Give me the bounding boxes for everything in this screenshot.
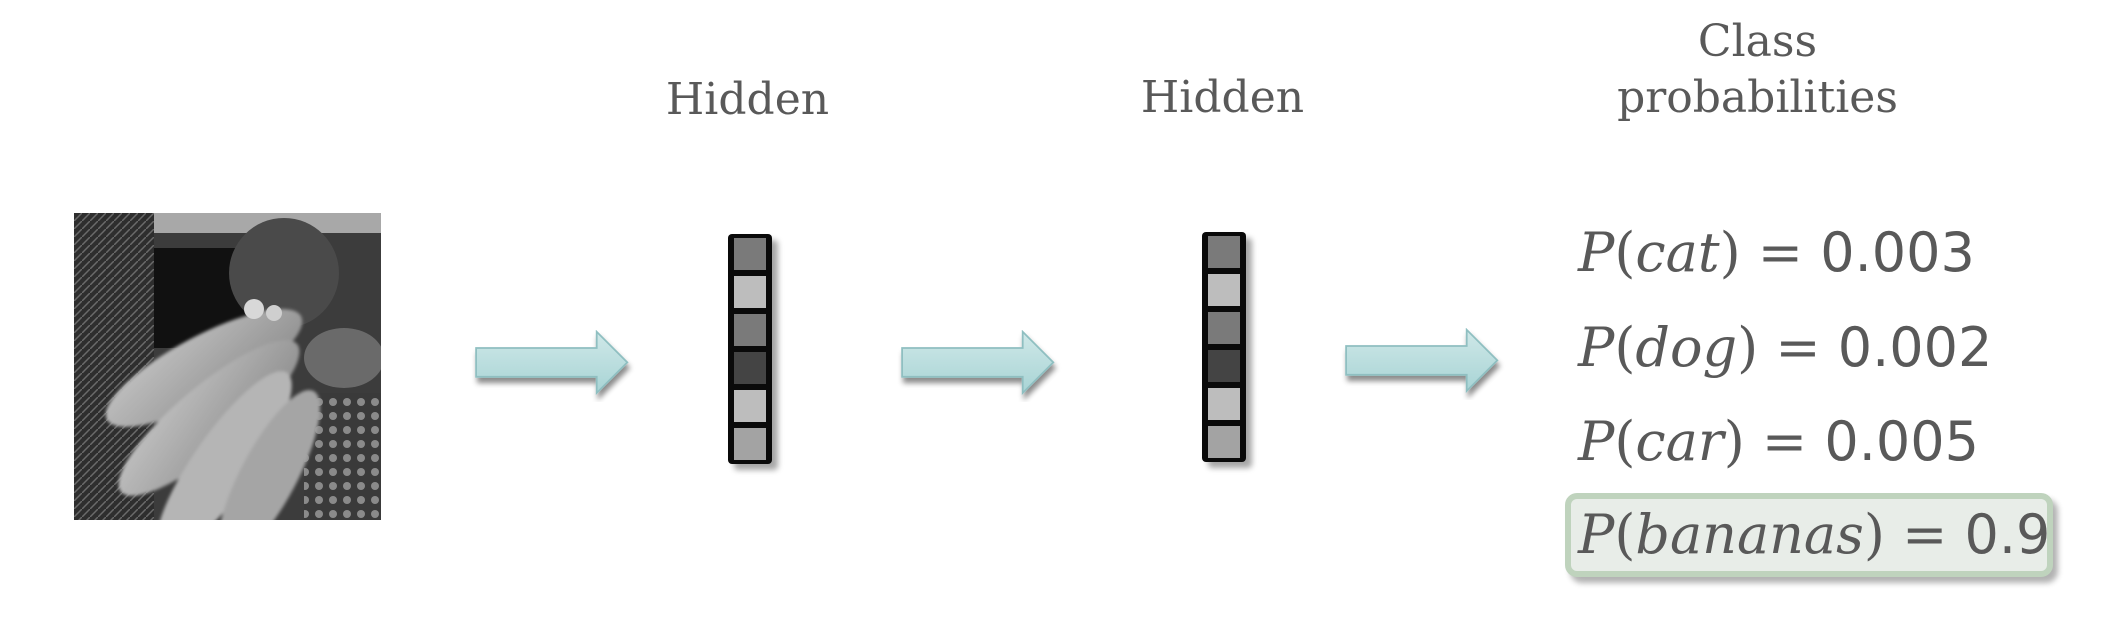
prob-fn: P xyxy=(1578,221,1615,284)
hidden-layer-2 xyxy=(1202,232,1246,462)
hidden-layer-1 xyxy=(728,234,772,464)
prob-value: 0.005 xyxy=(1824,410,1979,473)
neuron-cell xyxy=(1208,426,1240,458)
neuron-cell xyxy=(1208,236,1240,268)
prob-fn: P xyxy=(1578,503,1615,566)
output-label-line1: Class xyxy=(1697,16,1818,67)
neuron-cell xyxy=(1208,350,1240,382)
prob-value: 0.9 xyxy=(1964,503,2051,566)
neuron-cell xyxy=(734,276,766,308)
output-label-line2: probabilities xyxy=(1617,72,1898,123)
equals-sign: = xyxy=(1757,221,1804,284)
probability-row-cat: P(cat) = 0.003 xyxy=(1578,221,1975,284)
neuron-cell xyxy=(734,352,766,384)
neuron-cell xyxy=(734,390,766,422)
arrow-right-icon xyxy=(901,330,1055,396)
neuron-cell xyxy=(1208,388,1240,420)
prob-value: 0.002 xyxy=(1837,316,1993,379)
class-label: car xyxy=(1635,410,1724,473)
neuron-cell xyxy=(1208,274,1240,306)
class-label: bananas xyxy=(1635,503,1864,566)
probability-row-car: P(car) = 0.005 xyxy=(1578,410,1979,473)
prob-fn: P xyxy=(1578,410,1615,473)
neuron-cell xyxy=(734,238,766,270)
input-image xyxy=(74,213,381,520)
equals-sign: = xyxy=(1775,316,1821,379)
class-label: dog xyxy=(1635,316,1738,379)
equals-sign: = xyxy=(1902,503,1948,566)
bananas-photo-icon xyxy=(74,213,381,520)
neuron-cell xyxy=(734,314,766,346)
arrow-right-icon xyxy=(1345,328,1499,394)
prob-value: 0.003 xyxy=(1820,221,1975,284)
probability-row-dog: P(dog) = 0.002 xyxy=(1578,316,1993,379)
prob-fn: P xyxy=(1578,316,1615,379)
neuron-cell xyxy=(1208,312,1240,344)
neuron-cell xyxy=(734,428,766,460)
class-label: cat xyxy=(1635,221,1720,284)
hidden-layer-2-label: Hidden xyxy=(1140,72,1305,123)
arrow-right-icon xyxy=(475,330,629,396)
top-prediction-highlight xyxy=(1565,493,2053,577)
probability-row-bananas: P(bananas) = 0.9 xyxy=(1578,503,2051,566)
hidden-layer-1-label: Hidden xyxy=(665,74,830,125)
equals-sign: = xyxy=(1761,410,1808,473)
